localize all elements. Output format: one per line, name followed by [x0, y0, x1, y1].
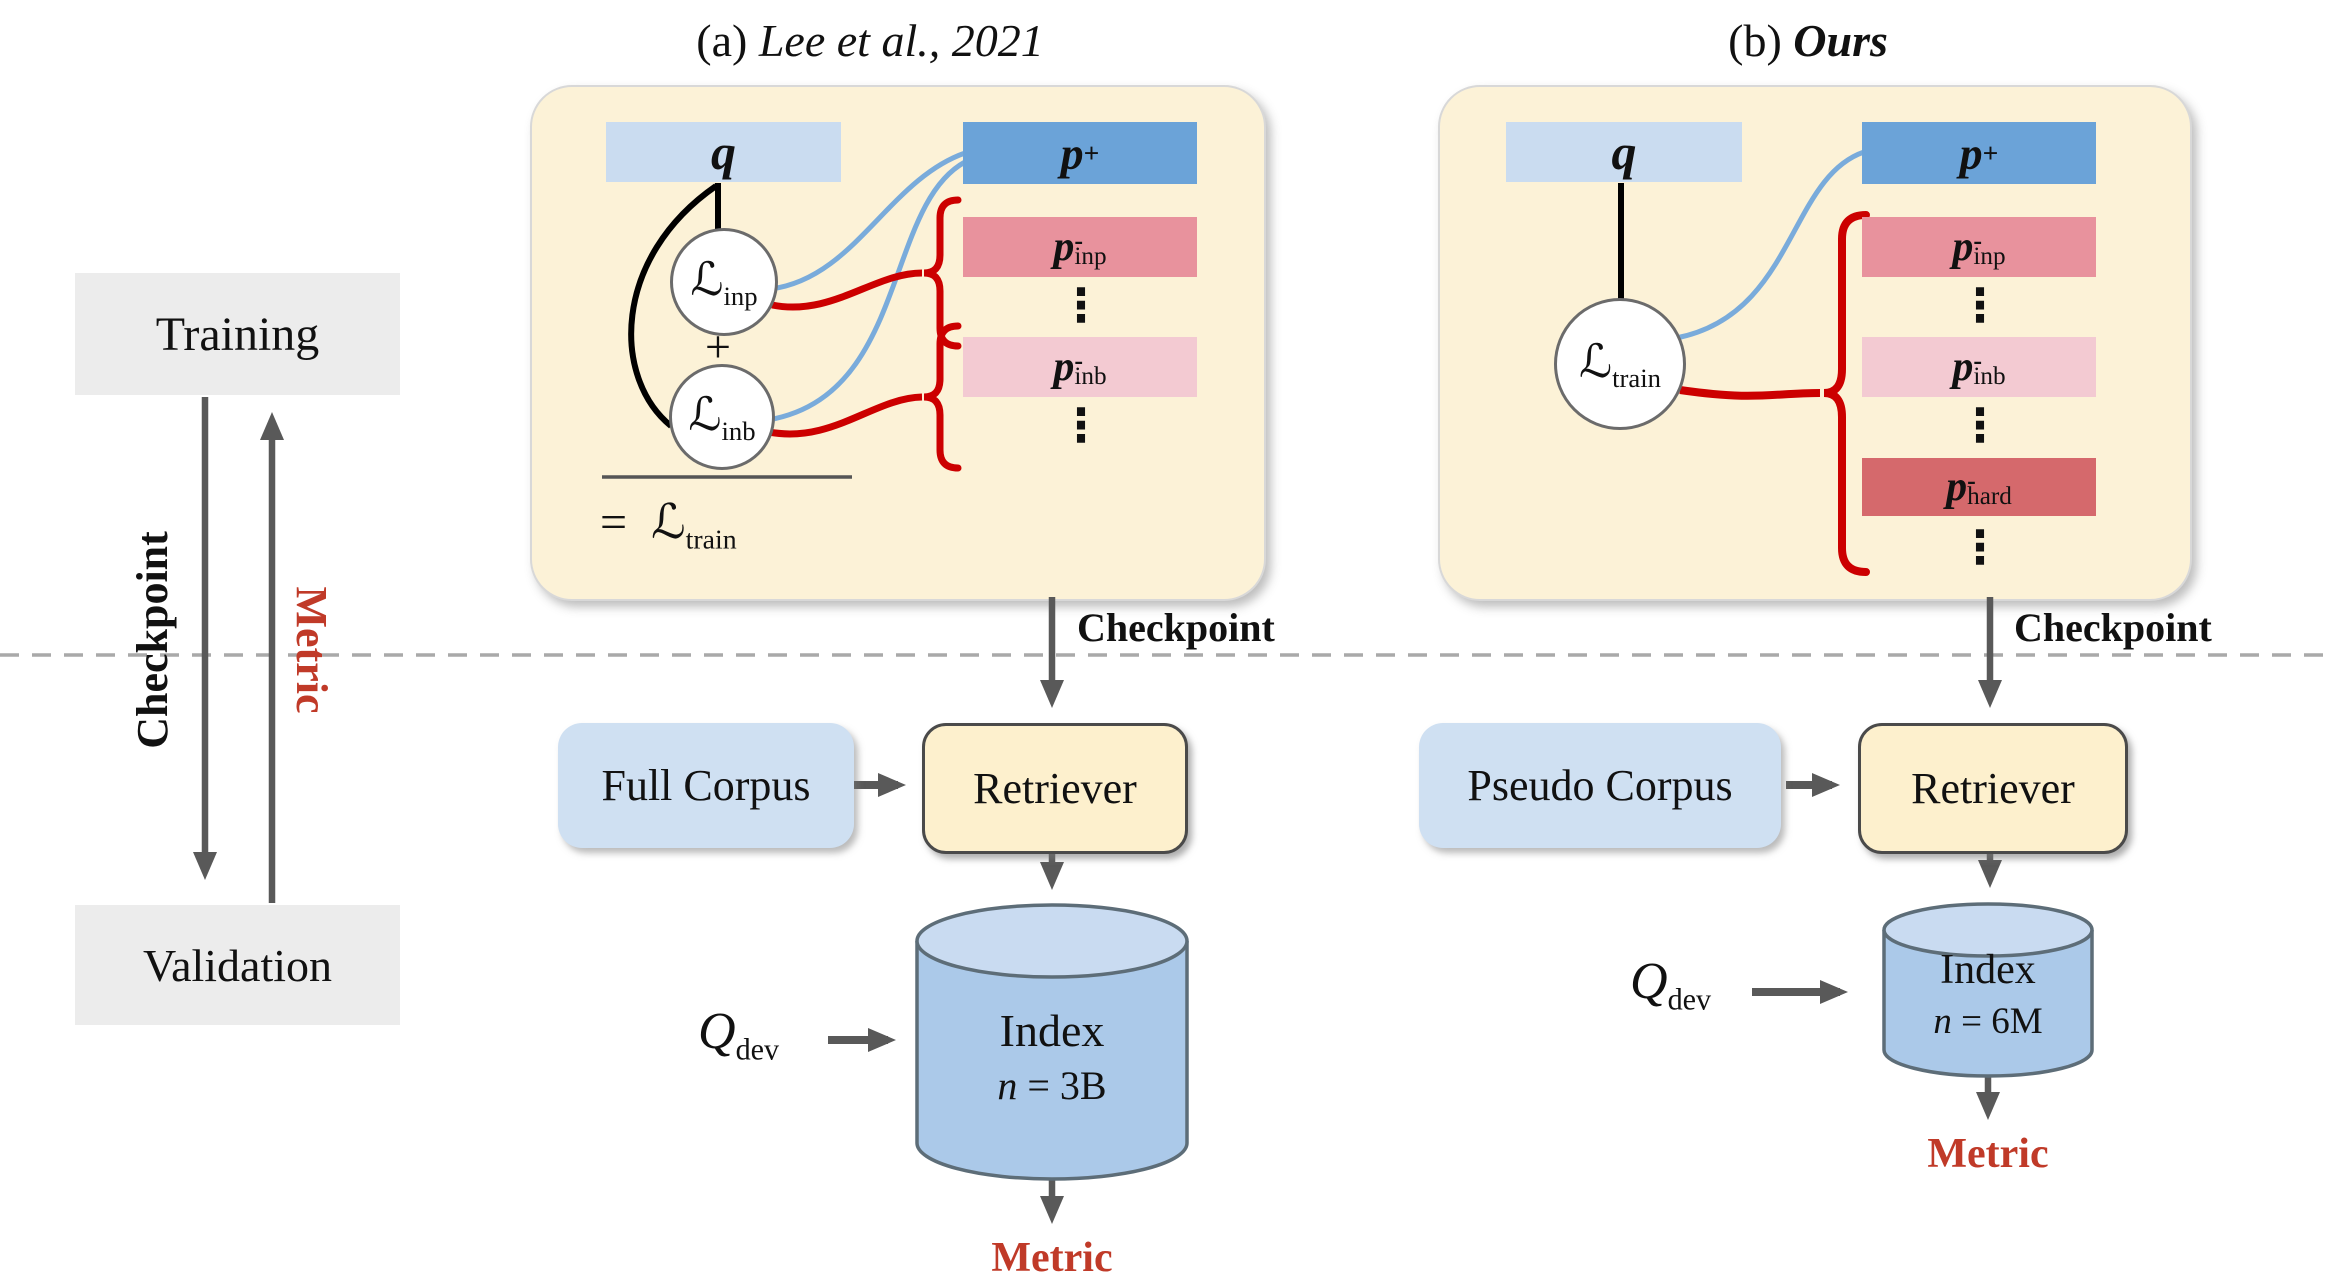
full-corpus-box: Full Corpus: [558, 723, 854, 848]
query-label-a: q: [711, 124, 736, 180]
panel-a-title-name: Lee et al., 2021: [758, 15, 1044, 66]
dots-b1: ⋮: [1957, 278, 2003, 332]
metric-label-a: Metric: [991, 1235, 1113, 1281]
positive-passage-box-b: p+: [1862, 122, 2096, 184]
index-title-b: Index: [1940, 947, 2036, 993]
loss-inp-circle: ℒinp: [670, 228, 778, 336]
retriever-box-a: Retriever: [922, 723, 1188, 854]
index-size-a: n = 3B: [997, 1063, 1107, 1108]
retriever-box-b: Retriever: [1858, 723, 2128, 854]
brace-all-negatives: [1823, 211, 1870, 576]
checkpoint-vertical-label: Checkpoint: [128, 531, 177, 749]
panel-b-title-name: Ours: [1793, 15, 1888, 66]
brace-inb-negatives: [923, 322, 962, 472]
negative-inb-box-b: p-inb: [1862, 337, 2096, 397]
training-box: Training: [75, 273, 400, 395]
qdev-label-a: Qdev: [698, 1003, 780, 1067]
panel-a-title-prefix: (a): [696, 15, 748, 66]
panel-a-title: (a) Lee et al., 2021: [570, 14, 1170, 67]
dots-a1: ⋮: [1058, 278, 1104, 332]
loss-inp-to-negatives-curve: [771, 269, 923, 311]
checkpoint-label-b: Checkpoint: [2014, 605, 2212, 650]
loss-train-circle: ℒtrain: [1554, 298, 1686, 430]
negative-inp-box-a: p-inp: [963, 217, 1197, 277]
validation-box: Validation: [75, 905, 400, 1025]
query-label-b: q: [1611, 124, 1637, 180]
query-box-b: q: [1506, 122, 1742, 182]
loss-inb-to-negatives-curve: [768, 393, 923, 438]
training-label: Training: [155, 307, 320, 361]
qdev-label-b: Qdev: [1630, 953, 1712, 1017]
dots-b2: ⋮: [1957, 398, 2003, 452]
checkpoint-label-a: Checkpoint: [1077, 605, 1275, 650]
loss-inb-to-positive-curve: [767, 159, 967, 423]
loss-inb-circle: ℒinb: [669, 364, 775, 470]
q-to-loss-inb-curve: [628, 183, 718, 429]
dots-b3: ⋮: [1957, 520, 2003, 574]
negative-inb-box-a: p-inb: [963, 337, 1197, 397]
query-box-a: q: [606, 122, 841, 182]
dots-a2: ⋮: [1058, 398, 1104, 452]
index-title-a: Index: [999, 1005, 1105, 1056]
index-cylinder-b: [1882, 902, 2094, 1078]
index-size-b: n = 6M: [1933, 1001, 2043, 1042]
loss-train-to-positive-curve: [1675, 149, 1865, 341]
panel-b-title-prefix: (b): [1728, 15, 1782, 66]
validation-label: Validation: [142, 939, 333, 991]
loss-train-to-negatives-curve: [1679, 386, 1821, 400]
loss-inp-to-positive-curve: [770, 150, 966, 292]
index-cylinder-a: [915, 903, 1189, 1181]
negative-hard-box-b: p-hard: [1862, 458, 2096, 516]
metric-vertical-label: Metric: [287, 586, 336, 714]
metric-label-b: Metric: [1927, 1131, 2049, 1177]
plus-sign-a: +: [705, 321, 731, 372]
positive-passage-box-a: p+: [963, 122, 1197, 184]
pseudo-corpus-box: Pseudo Corpus: [1419, 723, 1781, 848]
loss-total-label-a: = ℒtrain: [600, 494, 737, 556]
negative-inp-box-b: p-inp: [1862, 217, 2096, 277]
panel-b-title: (b) Ours: [1583, 14, 2033, 67]
